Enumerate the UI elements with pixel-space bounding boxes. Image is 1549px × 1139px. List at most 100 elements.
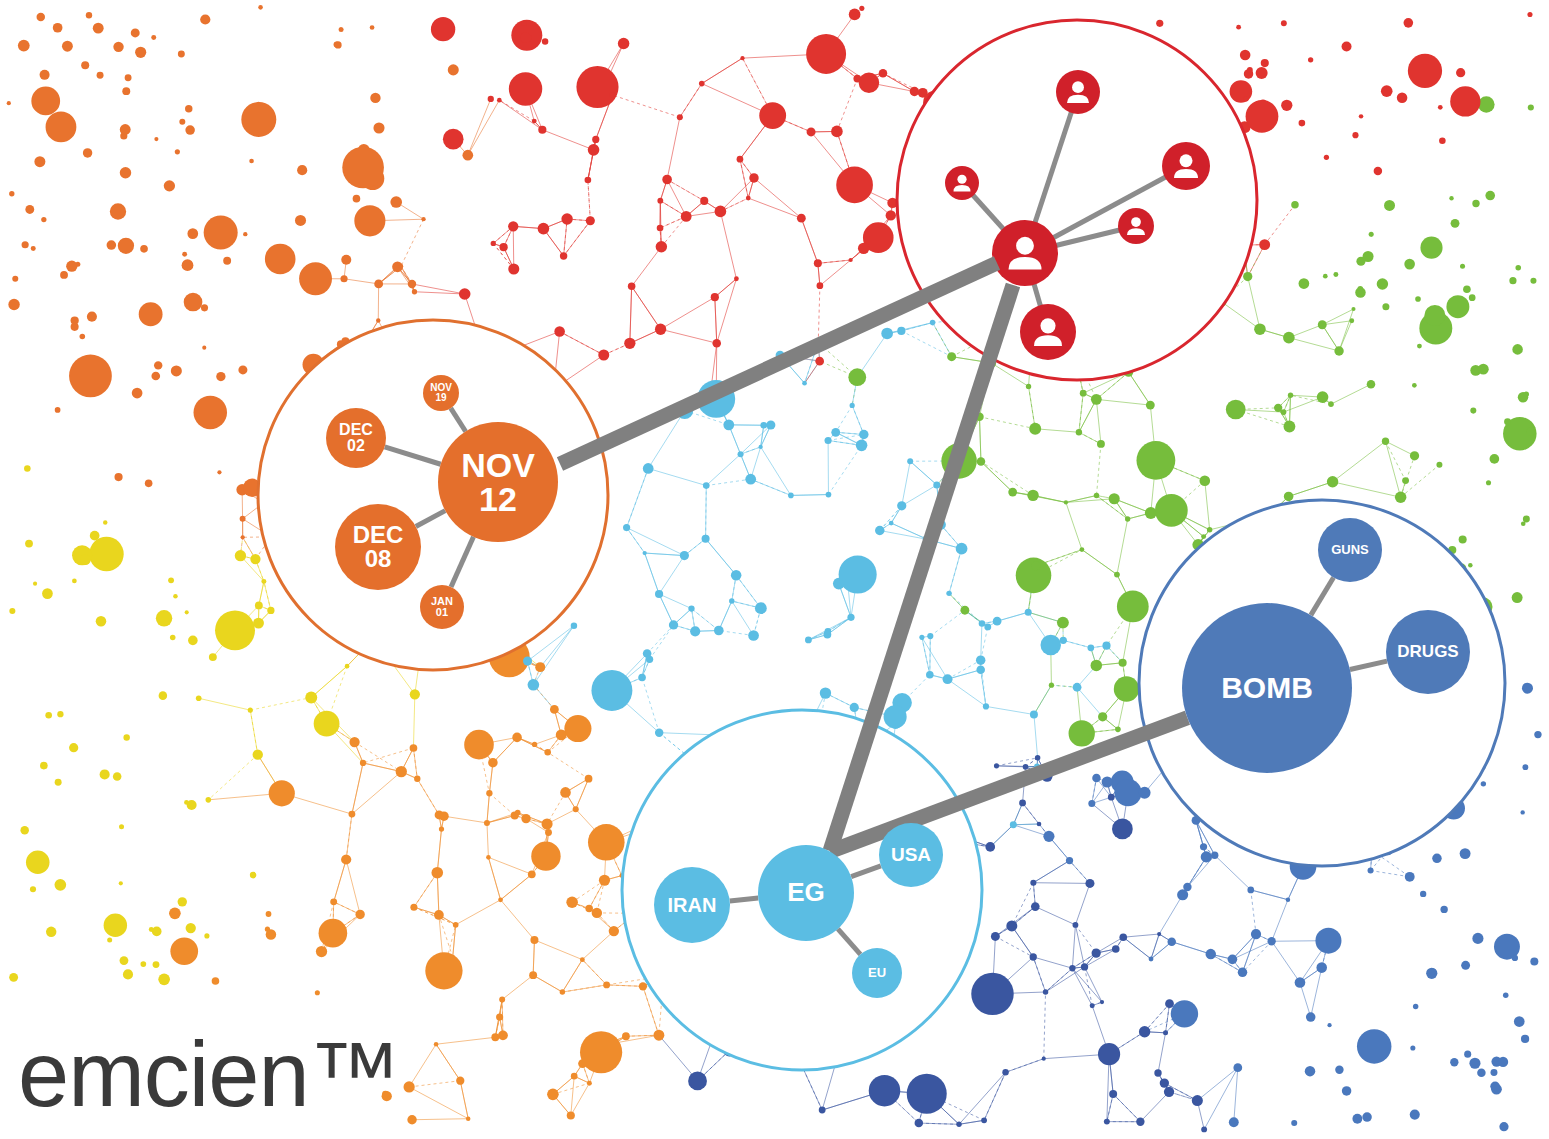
network-dot — [817, 282, 824, 289]
network-line — [808, 617, 851, 640]
network-dot — [267, 607, 274, 614]
network-line — [487, 793, 489, 823]
network-dot — [204, 933, 209, 938]
network-dot — [1165, 999, 1174, 1008]
network-line — [412, 1119, 468, 1120]
network-line — [705, 486, 707, 539]
network-line — [533, 940, 534, 975]
network-dot — [439, 826, 444, 831]
network-dot — [1460, 264, 1465, 269]
network-dot — [1369, 232, 1374, 237]
network-line — [929, 636, 930, 675]
network-line — [997, 612, 1028, 621]
network-line — [409, 1081, 460, 1087]
network-dot — [1167, 937, 1176, 946]
network-line — [632, 286, 661, 329]
network-line — [1107, 1121, 1141, 1122]
network-dot — [564, 715, 591, 742]
network-line — [363, 763, 401, 772]
network-dot — [1206, 949, 1216, 959]
network-dot — [1149, 957, 1154, 962]
network-line — [984, 1072, 1005, 1120]
network-line — [661, 297, 715, 329]
network-line — [612, 95, 679, 117]
network-line — [1123, 934, 1159, 937]
network-line — [959, 1072, 1006, 1124]
network-line — [1272, 941, 1300, 982]
network-line — [1215, 855, 1251, 890]
network-line — [919, 1123, 959, 1124]
network-dot — [173, 594, 178, 599]
network-dot — [154, 137, 158, 141]
network-line — [919, 1123, 959, 1124]
network-dot — [738, 451, 744, 457]
network-line — [645, 553, 685, 556]
network-line — [741, 447, 761, 454]
network-dot — [212, 977, 220, 985]
network-dot — [349, 737, 359, 747]
network-dot — [737, 156, 744, 163]
network-line — [1075, 883, 1089, 924]
network-line — [417, 779, 439, 815]
network-dot — [7, 101, 11, 105]
network-line — [627, 468, 649, 527]
network-line — [334, 860, 346, 902]
network-dot — [1472, 933, 1483, 944]
network-line — [1251, 890, 1288, 900]
network-line — [1401, 456, 1415, 497]
network-line — [1159, 895, 1182, 934]
network-dot — [1446, 295, 1469, 318]
network-line — [1044, 992, 1046, 1059]
network-dot — [1291, 201, 1298, 208]
network-line — [717, 279, 737, 343]
network-line — [1033, 861, 1069, 883]
network-dot — [545, 829, 552, 836]
network-line — [659, 594, 673, 625]
network-dot — [1261, 59, 1269, 67]
network-line — [436, 1044, 460, 1080]
network-line — [630, 286, 632, 343]
network-line — [715, 297, 717, 343]
network-dot — [170, 937, 198, 965]
network-line — [1205, 481, 1210, 530]
network-line — [208, 755, 257, 800]
network-dot — [1233, 1063, 1242, 1072]
network-line — [264, 581, 271, 610]
network-line — [502, 975, 533, 999]
network-line — [1082, 550, 1117, 575]
network-line — [1029, 386, 1036, 428]
network-dot — [373, 122, 384, 133]
network-dot — [1470, 408, 1476, 414]
network-line — [901, 331, 951, 357]
network-line — [736, 575, 761, 608]
network-dot — [1069, 720, 1095, 746]
network-line — [311, 666, 347, 697]
network-dot — [253, 749, 263, 759]
network-line — [1096, 399, 1101, 444]
network-dot — [715, 206, 727, 218]
network-line — [828, 440, 829, 494]
network-line — [607, 985, 643, 986]
network-dot — [178, 897, 187, 906]
network-dot — [1424, 305, 1445, 326]
network-line — [1075, 925, 1084, 967]
network-dot — [1201, 534, 1206, 539]
network-dot — [1503, 992, 1509, 998]
network-dot — [1384, 200, 1395, 211]
network-line — [564, 221, 591, 256]
network-dot — [1299, 278, 1310, 289]
network-line — [1063, 640, 1091, 647]
network-line — [828, 445, 861, 494]
network-line — [444, 816, 487, 823]
network-dot — [688, 605, 694, 611]
network-dot — [1530, 958, 1538, 966]
network-dot — [508, 263, 519, 274]
network-line — [412, 284, 465, 294]
network-line — [1035, 429, 1079, 433]
network-line — [401, 219, 424, 266]
network-dot — [1456, 68, 1465, 77]
network-dot — [81, 61, 89, 69]
network-line — [1196, 820, 1206, 856]
network-dot — [1374, 167, 1382, 175]
network-line — [1164, 1083, 1197, 1100]
